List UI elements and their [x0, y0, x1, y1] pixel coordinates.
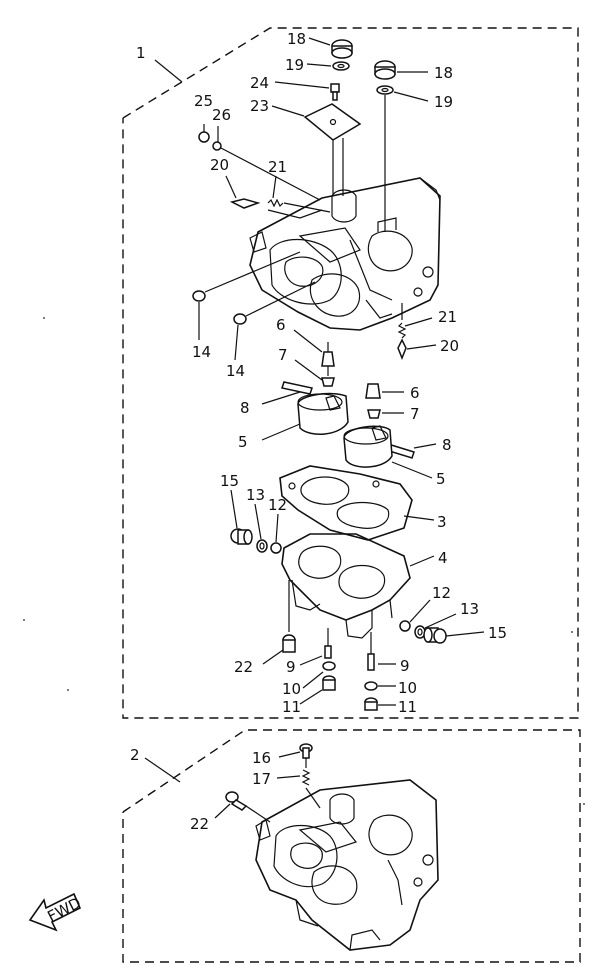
part-label-23: 23	[250, 97, 269, 115]
part-label-18b: 18	[434, 64, 453, 82]
part-label-13b: 13	[460, 600, 479, 618]
part-5-float-a: 5	[238, 392, 349, 451]
part-11-plug-b: 11	[364, 697, 417, 716]
part-5-float-b: 5	[343, 425, 446, 488]
part-11-plug-a: 11	[282, 675, 336, 716]
carburetor-upper-body	[249, 177, 441, 331]
part-18-cap-b: 18	[374, 60, 453, 82]
part-label-6a: 6	[276, 316, 286, 334]
part-8-float-pin-a: 8	[240, 381, 313, 417]
assembly-1-boundary: 1	[122, 27, 579, 719]
part-label-9a: 9	[286, 658, 296, 676]
part-22-screw-a: 22	[234, 634, 296, 676]
part-24-screw: 24	[250, 74, 340, 101]
part-6-needle-valve-b: 6	[365, 383, 420, 402]
part-15-plug-a: 15	[220, 472, 253, 545]
part-15-plug-b: 15	[423, 624, 507, 644]
part-label-15b: 15	[488, 624, 507, 642]
part-label-19b: 19	[434, 93, 453, 111]
part-label-4: 4	[438, 549, 448, 567]
part-label-11a: 11	[282, 698, 301, 716]
part-label-20a: 20	[210, 156, 229, 174]
part-label-14b: 14	[226, 362, 245, 380]
part-10-washer-a: 10	[282, 661, 336, 698]
part-9-drain-screw-b: 9	[367, 632, 410, 675]
part-label-7a: 7	[278, 346, 288, 364]
part-label-5a: 5	[238, 433, 248, 451]
part-7-clip-b: 7	[367, 405, 420, 423]
part-label-8a: 8	[240, 399, 250, 417]
carburetor-lower-body	[255, 779, 439, 951]
part-label-21a: 21	[268, 158, 287, 176]
part-22-screw-b: 22	[190, 791, 271, 833]
part-21-spring-a: 21	[267, 158, 331, 213]
part-label-10b: 10	[398, 679, 417, 697]
part-12-washer-a: 12	[268, 496, 287, 554]
part-26-washer: 26	[212, 106, 321, 201]
part-label-11b: 11	[398, 698, 417, 716]
part-label-3: 3	[437, 513, 447, 531]
part-label-16: 16	[252, 749, 271, 767]
part-8-float-pin-b: 8	[385, 436, 452, 459]
part-label-24: 24	[250, 74, 269, 92]
part-label-18a: 18	[287, 30, 306, 48]
part-19-washer-a: 19	[285, 56, 350, 74]
part-20-pilot-screw-a: 20	[210, 156, 261, 209]
part-label-13a: 13	[246, 486, 265, 504]
part-label-8b: 8	[442, 436, 452, 454]
assembly-2-label: 2	[130, 746, 140, 764]
part-13-oring-a: 13	[246, 486, 268, 553]
part-9-drain-screw-a: 9	[286, 628, 332, 676]
part-25-screw: 25	[194, 92, 213, 143]
part-16-screw: 16	[252, 743, 313, 768]
part-4-float-chamber: 4	[281, 533, 448, 639]
part-6-needle-valve-a: 6	[276, 316, 335, 367]
part-label-14a: 14	[192, 343, 211, 361]
part-7-clip-a: 7	[278, 346, 335, 387]
part-20-pilot-screw-b: 20	[397, 337, 459, 361]
part-19-washer-b: 19	[376, 85, 453, 232]
part-23-cover-plate: 23	[250, 97, 362, 196]
part-label-12b: 12	[432, 584, 451, 602]
fwd-label: FWD	[45, 894, 84, 926]
part-3-gasket: 3	[279, 465, 447, 541]
part-label-25: 25	[194, 92, 213, 110]
part-21-spring-b: 21	[397, 303, 457, 339]
part-label-22b: 22	[190, 815, 209, 833]
part-label-6b: 6	[410, 384, 420, 402]
part-14-fitting-b: 14	[226, 281, 316, 380]
part-label-21b: 21	[438, 308, 457, 326]
scan-speckles	[23, 317, 585, 805]
part-10-washer-b: 10	[364, 679, 417, 697]
part-label-9b: 9	[400, 657, 410, 675]
part-18-cap-a: 18	[287, 30, 353, 59]
assembly-2-boundary: 2	[122, 729, 581, 963]
fwd-arrow-icon: FWD	[28, 892, 84, 932]
part-label-5b: 5	[436, 470, 446, 488]
assembly-1-label: 1	[136, 44, 146, 62]
part-label-17: 17	[252, 770, 271, 788]
part-17-spring: 17	[252, 769, 321, 809]
part-14-fitting-a: 14	[192, 251, 301, 361]
part-label-19a: 19	[285, 56, 304, 74]
part-12-washer-b: 12	[399, 584, 451, 632]
part-13-oring-b: 13	[414, 600, 479, 639]
part-label-26: 26	[212, 106, 231, 124]
part-label-22a: 22	[234, 658, 253, 676]
part-label-10a: 10	[282, 680, 301, 698]
part-label-7b: 7	[410, 405, 420, 423]
part-label-12a: 12	[268, 496, 287, 514]
part-label-20b: 20	[440, 337, 459, 355]
part-label-15a: 15	[220, 472, 239, 490]
